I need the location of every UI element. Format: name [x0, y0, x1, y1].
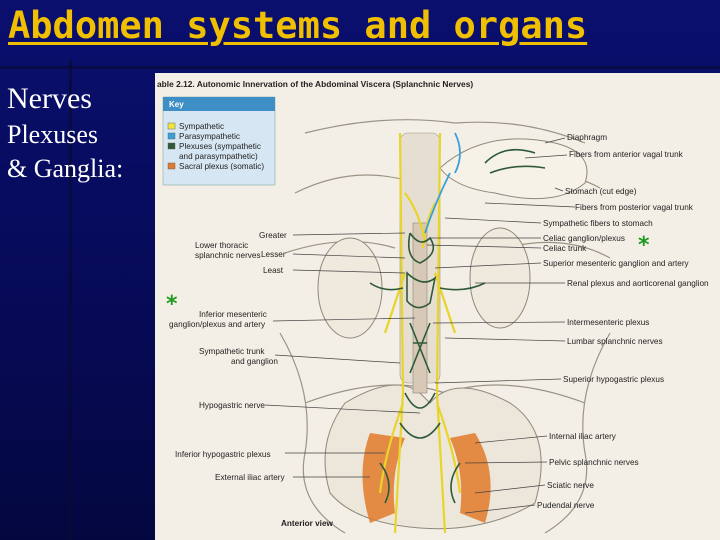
- label-anterior-vagal-fibers: Fibers from anterior vagal trunk: [569, 150, 684, 159]
- key-label: and parasympathetic): [179, 152, 258, 161]
- key-swatch-plexuses: [167, 142, 176, 150]
- label-leaders-right: [426, 137, 576, 514]
- highlight-star-inferior-mesenteric: *: [166, 292, 178, 317]
- key-title: Key: [169, 100, 184, 109]
- sacral-plexus-left: [362, 433, 405, 523]
- key-swatch-sympathetic: [167, 122, 176, 130]
- title-divider: [0, 66, 720, 69]
- label-sciatic: Sciatic nerve: [547, 481, 594, 490]
- label-stomach: Stomach (cut edge): [565, 187, 637, 196]
- pelvis-shape: [324, 384, 542, 530]
- label-leaders-left: [264, 232, 421, 478]
- side-heading-ganglia: & Ganglia:: [7, 154, 124, 183]
- label-pelvic-splanchnic: Pelvic splanchnic nerves: [549, 458, 639, 467]
- key-swatch-sacral: [167, 162, 176, 170]
- label-lower-thoracic: Lower thoracic: [195, 241, 248, 250]
- label-external-iliac: External iliac artery: [215, 473, 286, 482]
- label-sympathetic-fibers-stomach: Sympathetic fibers to stomach: [543, 219, 653, 228]
- label-superior-hypogastric: Superior hypogastric plexus: [563, 375, 664, 384]
- side-heading-plexuses: Plexuses: [7, 120, 98, 149]
- label-sympathetic-ganglion: and ganglion: [231, 357, 278, 366]
- sacral-plexus-right: [450, 433, 491, 523]
- side-divider: [69, 60, 72, 540]
- label-lesser: Lesser: [261, 250, 286, 259]
- label-inferior-mesenteric: Inferior mesenteric: [199, 310, 267, 319]
- parasympathetic-nerves: [424, 132, 461, 234]
- figure-caption: Anterior view: [281, 519, 333, 528]
- label-inferior-hypogastric: Inferior hypogastric plexus: [175, 450, 271, 459]
- key-label: Plexuses (sympathetic: [179, 142, 261, 151]
- label-internal-iliac: Internal iliac artery: [549, 432, 617, 441]
- label-celiac-ganglion: Celiac ganglion/plexus: [543, 234, 625, 243]
- key-legend: Key Sympathetic Parasympathetic Plexuses…: [162, 96, 276, 186]
- side-heading-nerves: Nerves: [7, 82, 92, 115]
- label-least: Least: [263, 266, 284, 275]
- label-splanchnic-nerves: splanchnic nerves: [195, 251, 261, 260]
- figure-illustration: able 2.12. Autonomic Innervation of the …: [157, 79, 709, 534]
- plexus-network: [369, 148, 546, 504]
- key-swatch-parasympathetic: [167, 132, 176, 140]
- label-superior-mesenteric: Superior mesenteric ganglion and artery: [543, 259, 690, 268]
- right-kidney: [469, 227, 531, 329]
- key-label: Sympathetic: [179, 122, 224, 131]
- key-label: Sacral plexus (somatic): [179, 162, 264, 171]
- left-kidney: [317, 237, 383, 339]
- label-diaphragm: Diaphragm: [567, 133, 607, 142]
- sympathetic-nerves: [378, 132, 462, 534]
- highlight-star-celiac: *: [638, 233, 650, 258]
- figure-header: able 2.12. Autonomic Innervation of the …: [157, 79, 473, 89]
- key-label: Parasympathetic: [179, 132, 240, 141]
- label-posterior-vagal-fibers: Fibers from posterior vagal trunk: [575, 203, 694, 212]
- label-renal-plexus: Renal plexus and aorticorenal ganglion: [567, 279, 709, 288]
- label-intermesenteric: Intermesenteric plexus: [567, 318, 649, 327]
- label-lumbar-splanchnic: Lumbar splanchnic nerves: [567, 337, 663, 346]
- label-sympathetic-trunk: Sympathetic trunk: [199, 347, 265, 356]
- label-hypogastric-nerve: Hypogastric nerve: [199, 401, 265, 410]
- label-greater: Greater: [259, 231, 287, 240]
- stomach-shape: [439, 138, 588, 200]
- label-celiac-trunk: Celiac trunk: [543, 244, 587, 253]
- label-inferior-mesenteric-2: ganglion/plexus and artery: [169, 320, 266, 329]
- label-pudendal: Pudendal nerve: [537, 501, 595, 510]
- anatomy-figure: able 2.12. Autonomic Innervation of the …: [155, 73, 720, 540]
- slide-title: Abdomen systems and organs: [8, 4, 588, 47]
